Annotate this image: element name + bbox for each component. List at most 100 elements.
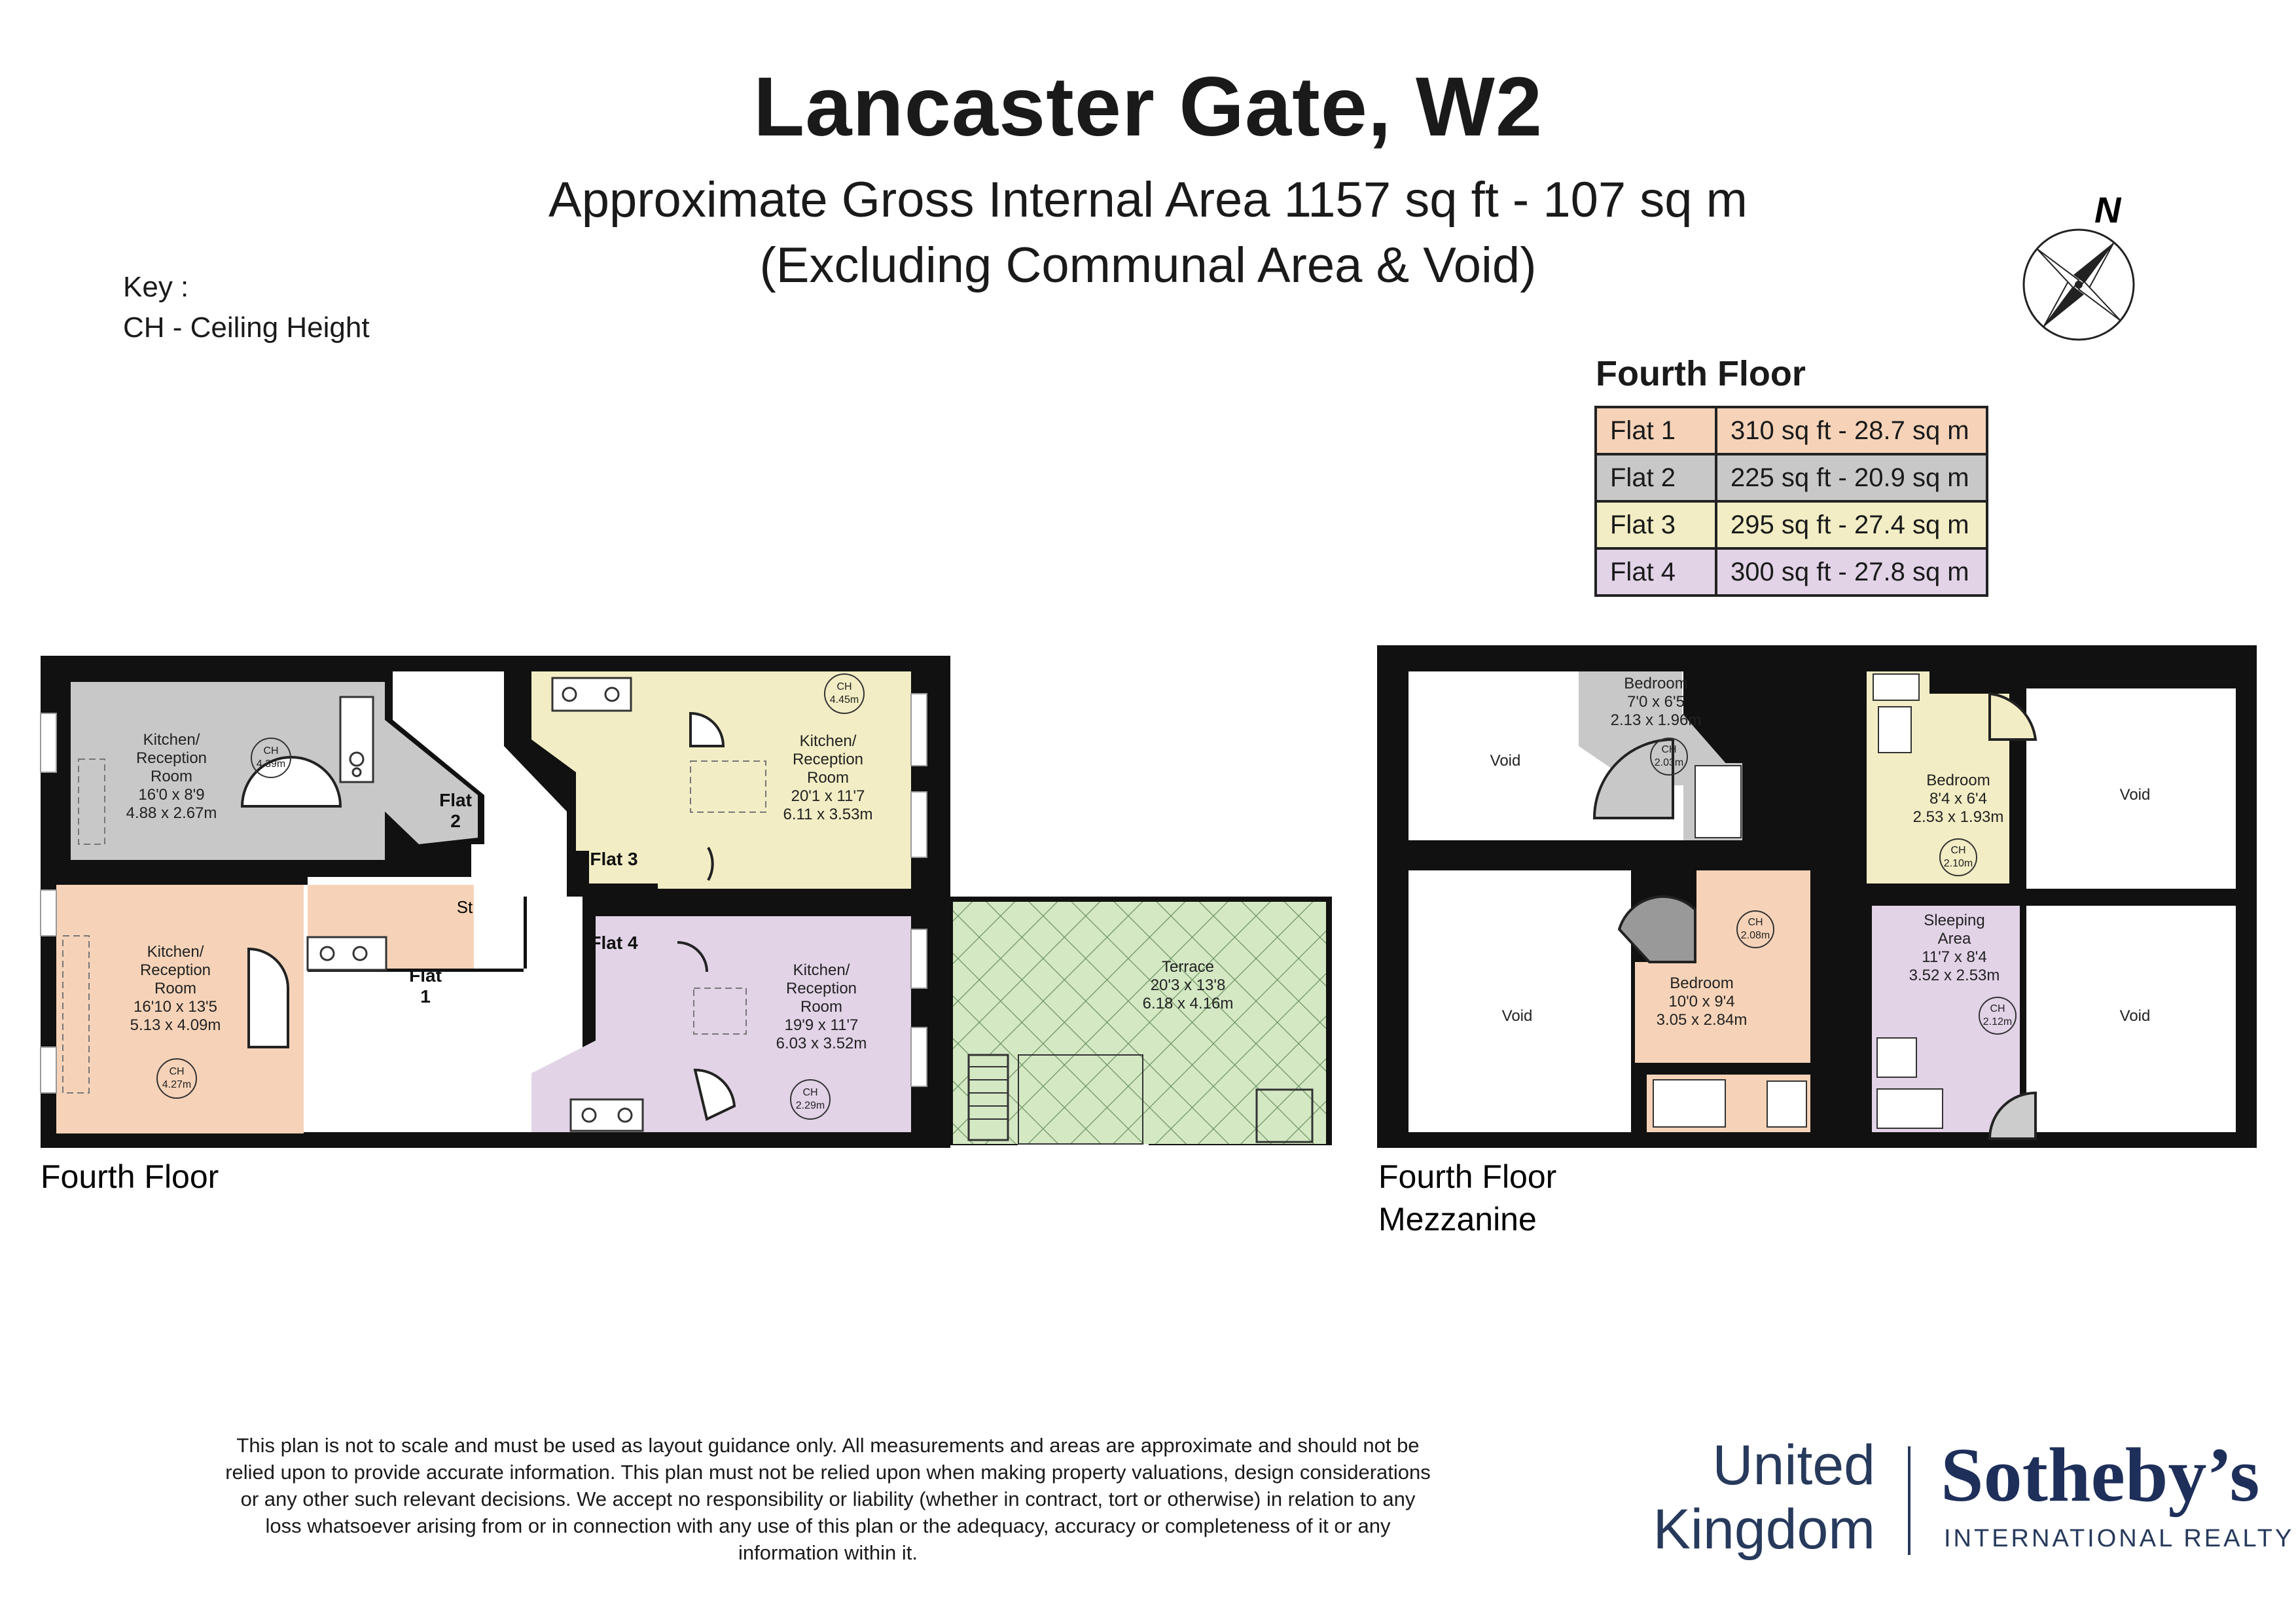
void-label: Void [1490, 752, 1521, 770]
flat-area: 300 sq ft - 27.8 sq m [1715, 547, 1988, 597]
terrace-imperial: 20'3 x 13'8 [1151, 976, 1226, 994]
ch-badge: CH 4.45m [824, 673, 865, 714]
ch-value: 4.27m [162, 1079, 191, 1090]
flat3-room-name: Kitchen/ [800, 732, 857, 750]
key-legend: Key : CH - Ceiling Height [123, 267, 370, 348]
flat-2-number: 2 [450, 811, 461, 831]
void-label: Void [2120, 1007, 2151, 1025]
flat-3-area [531, 671, 911, 889]
flat-name: Flat 1 [1594, 406, 1717, 455]
bedroom-a-metric: 2.13 x 1.96m [1611, 711, 1702, 729]
flat1-room-imperial: 16'10 x 13'5 [134, 998, 217, 1016]
ch-badge: CH 2.03m [1650, 738, 1688, 776]
table-row: Flat 4 300 sq ft - 27.8 sq m [1594, 547, 1988, 597]
flat-area: 295 sq ft - 27.4 sq m [1715, 500, 1988, 550]
ch-value: 2.03m [1655, 757, 1683, 768]
void-label: Void [1502, 1007, 1533, 1025]
ch-value: 2.12m [1983, 1016, 2012, 1027]
compass-label: N [2094, 189, 2122, 230]
brand-logo: Sotheby’s [1941, 1432, 2260, 1518]
fourth-floor-label: Fourth Floor [41, 1158, 219, 1195]
flat-name: Flat 2 [1594, 453, 1717, 503]
flat1-room-name-3: Room [154, 980, 196, 997]
key-entry: CH - Ceiling Height [123, 312, 370, 344]
flat-area: 310 sq ft - 28.7 sq m [1715, 406, 1988, 455]
brand-region: United Kingdom [1640, 1433, 1875, 1561]
sleeping-area-name: Sleeping [1924, 912, 1984, 929]
void-area [2026, 906, 2236, 1132]
compass-north-icon: N [2022, 189, 2135, 341]
void-label: Void [2120, 786, 2151, 804]
flat2-room-metric: 4.88 x 2.67m [126, 804, 217, 822]
flat3-room-imperial: 20'1 x 11'7 [791, 787, 865, 805]
ch-badge: CH 4.27m [156, 1058, 197, 1099]
bedroom-c-name: Bedroom [1670, 974, 1733, 992]
area-summary: Approximate Gross Internal Area 1157 sq … [548, 172, 1748, 228]
ch-badge: CH 4.39m [251, 738, 291, 778]
mezzanine-plan: Void Void Void Void Bedroom 7'0 x 6'5 2.… [1377, 645, 2257, 1148]
flat4-room-name-3: Room [800, 998, 842, 1016]
area-table-title: Fourth Floor [1596, 354, 1806, 393]
bedroom-b-metric: 2.53 x 1.93m [1913, 808, 2004, 826]
flat4-room-name-2: Reception [786, 980, 857, 997]
bedroom-b-imperial: 8'4 x 6'4 [1929, 790, 1987, 808]
brand-region-line1: United [1712, 1434, 1875, 1497]
flat-1-number: 1 [420, 986, 431, 1007]
flat3-room-name-2: Reception [793, 751, 863, 768]
flat-1-bedroom [1635, 870, 1810, 1063]
ch-label: CH [1990, 1003, 2005, 1014]
ch-label: CH [263, 745, 278, 757]
flat2-room-name-2: Reception [136, 749, 207, 767]
flat-4-label: Flat 4 [590, 933, 638, 953]
ch-label: CH [836, 681, 852, 692]
bedroom-a-name: Bedroom [1624, 675, 1687, 692]
ch-value: 4.45m [830, 694, 859, 705]
fourth-floor-plan: Kitchen/ Reception Room 16'0 x 8'9 4.88 … [40, 656, 1332, 1150]
ch-value: 2.08m [1741, 930, 1770, 941]
flat1-room-name: Kitchen/ [147, 943, 204, 961]
flat-3-label: Flat 3 [590, 849, 637, 869]
mezzanine-label-line1: Fourth Floor [1378, 1158, 1556, 1195]
bedroom-c-metric: 3.05 x 2.84m [1657, 1011, 1748, 1029]
ch-badge: CH 2.08m [1736, 910, 1774, 948]
ch-badge: CH 2.10m [1939, 838, 1977, 876]
ch-value: 2.10m [1944, 858, 1973, 869]
flat-4-area [531, 916, 911, 1132]
flat2-room-name-3: Room [151, 768, 192, 785]
flat1-room-name-2: Reception [140, 961, 211, 979]
void-area [2026, 688, 2236, 889]
brand-divider [1908, 1446, 1910, 1555]
ch-label: CH [802, 1087, 817, 1098]
ch-label: CH [1950, 845, 1965, 856]
sleeping-area-metric: 3.52 x 2.53m [1909, 967, 2000, 984]
sleeping-area-imperial: 11'7 x 8'4 [1922, 948, 1986, 966]
area-table: Fourth Floor Flat 1 310 sq ft - 28.7 sq … [1594, 353, 1988, 597]
flat3-room-metric: 6.11 x 3.53m [783, 806, 873, 823]
ch-label: CH [1748, 917, 1763, 928]
table-row: Flat 2 225 sq ft - 20.9 sq m [1594, 453, 1988, 503]
ch-badge: CH 2.29m [790, 1079, 831, 1120]
terrace-metric: 6.18 x 4.16m [1143, 995, 1234, 1012]
area-exclusion-note: (Excluding Communal Area & Void) [759, 238, 1537, 293]
terrace-name: Terrace [1162, 958, 1214, 976]
table-row: Flat 3 295 sq ft - 27.4 sq m [1594, 500, 1988, 550]
key-heading: Key : [123, 271, 189, 303]
table-row: Flat 1 310 sq ft - 28.7 sq m [1594, 406, 1988, 455]
bedroom-c-imperial: 10'0 x 9'4 [1668, 993, 1734, 1010]
flat-name: Flat 3 [1594, 500, 1717, 550]
void-area [1408, 870, 1631, 1132]
flat3-room-name-3: Room [807, 769, 849, 787]
store-label: St [457, 897, 473, 917]
ch-value: 4.39m [257, 758, 285, 770]
flat4-room-name: Kitchen/ [793, 961, 850, 979]
terrace-area [953, 902, 1326, 1144]
page-title: Lancaster Gate, W2 [753, 60, 1543, 154]
flat-2-bedroom [1579, 671, 1728, 785]
flat4-room-metric: 6.03 x 3.52m [776, 1035, 867, 1052]
flat-1-label: Flat [409, 965, 442, 986]
brand-tagline: INTERNATIONAL REALTY [1944, 1525, 2295, 1552]
flat2-room-name: Kitchen/ [143, 731, 200, 749]
ch-badge: CH 2.12m [1979, 997, 2017, 1035]
flat2-room-imperial: 16'0 x 8'9 [138, 786, 204, 804]
